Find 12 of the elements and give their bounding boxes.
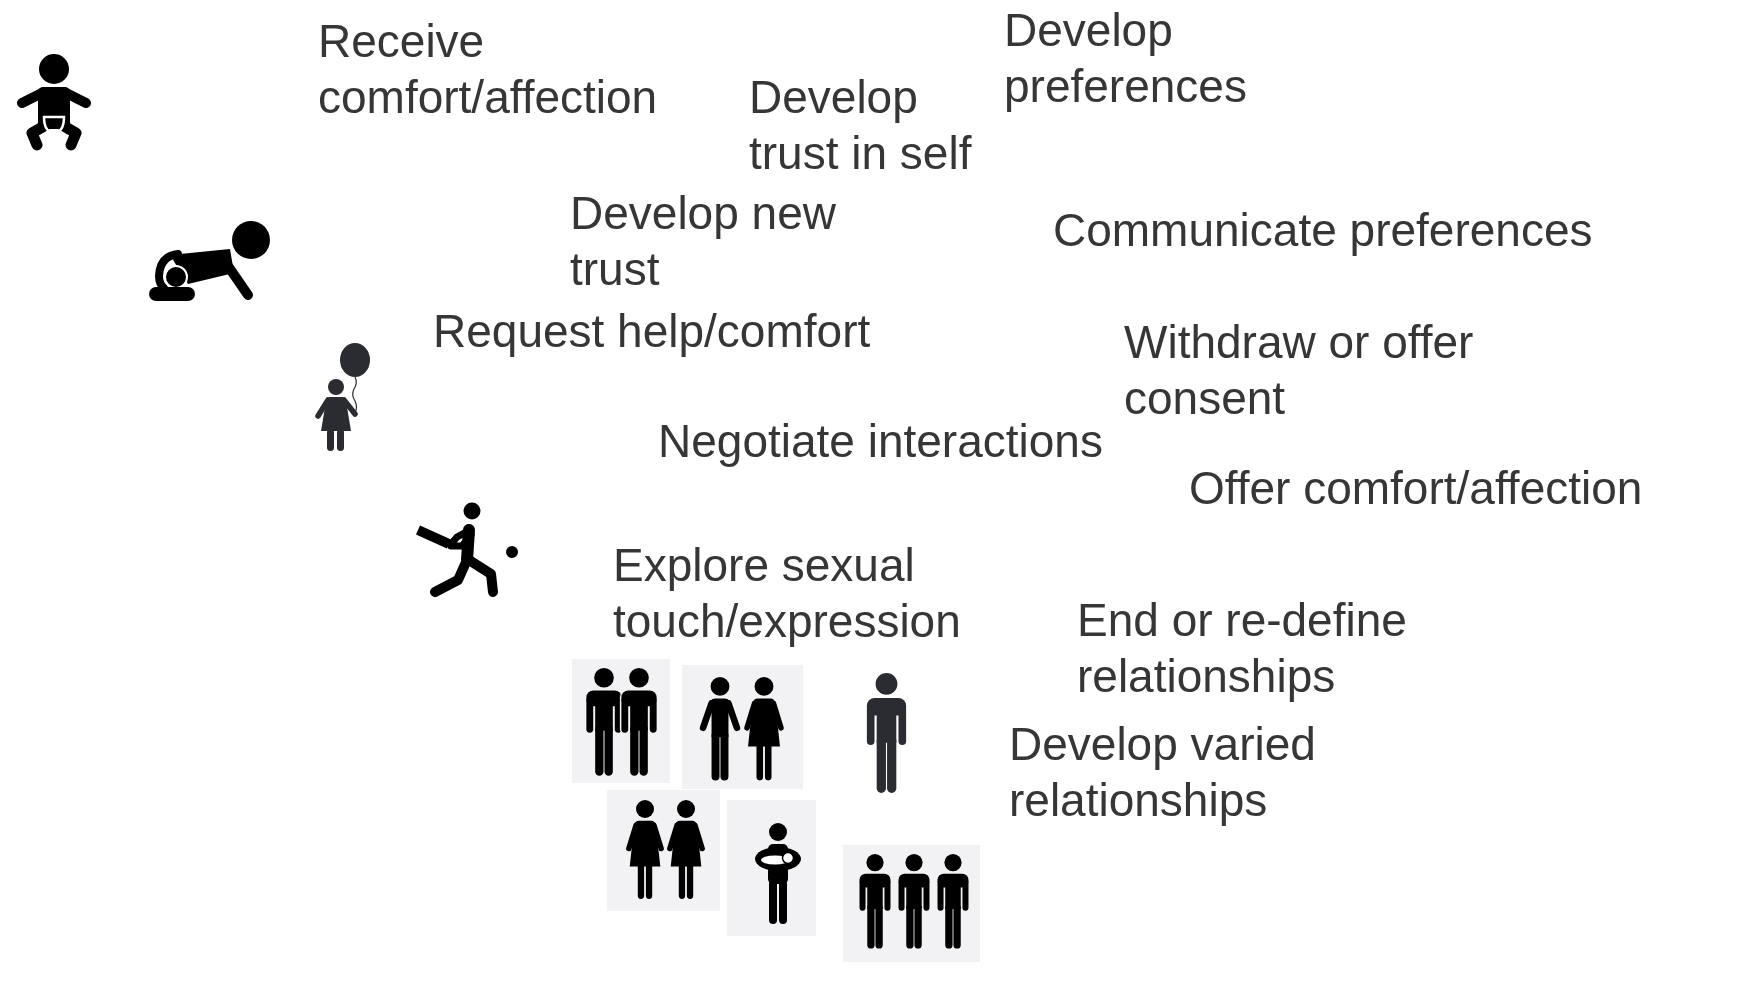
stage-label: Withdraw or offer consent (1124, 315, 1475, 426)
stage-label: Negotiate interactions (658, 414, 1103, 469)
stage-label: Develop trust in self (749, 70, 973, 181)
stage-label: End or re-define relationships (1077, 593, 1408, 704)
stage-label: Offer comfort/affection (1189, 461, 1643, 516)
stage-label: Develop new trust (570, 186, 837, 297)
stage-label: Develop varied relationships (1009, 717, 1317, 828)
stage-label: Communicate preferences (1053, 203, 1593, 258)
stage-label: Request help/comfort (433, 304, 871, 359)
stage-label: Explore sexual touch/expression (613, 538, 962, 649)
stage-label: Receive comfort/affection (318, 14, 659, 125)
stage-label: Develop preferences (1004, 3, 1248, 114)
